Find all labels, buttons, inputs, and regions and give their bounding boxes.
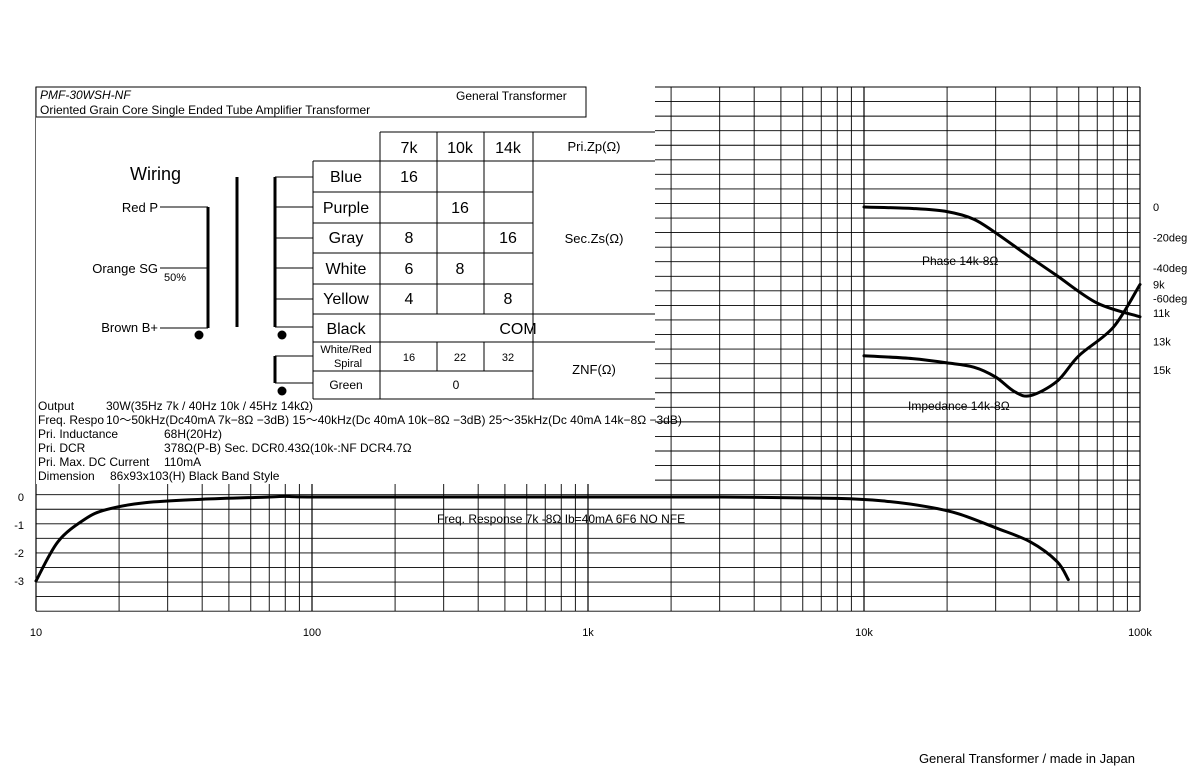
impedance-curve xyxy=(862,283,1142,398)
phase-curve xyxy=(862,205,1142,319)
spec-label-dcr: Pri. DCR xyxy=(38,441,86,455)
wire-name-gray: Gray xyxy=(329,230,364,247)
product-subtitle: Oriented Grain Core Single Ended Tube Am… xyxy=(40,103,370,117)
spiral-7k: 16 xyxy=(403,352,415,364)
spec-value-dcr: 378Ω(P-B) Sec. DCR0.43Ω(10k-:NF DCR4.7Ω xyxy=(164,441,412,455)
green-label: Green xyxy=(329,378,362,392)
footer-text: General Transformer / made in Japan xyxy=(919,751,1135,766)
impedance-y-tick-label: 9k xyxy=(1153,280,1165,292)
fr-y-tick-label: -2 xyxy=(14,548,24,560)
header-7k: 7k xyxy=(401,140,419,157)
wire-label-orange-sg: Orange SG xyxy=(92,261,158,276)
impedance-y-tick-label: 13k xyxy=(1153,337,1171,349)
wire-name-white: White xyxy=(326,261,367,278)
phase-y-tick-label: -20deg xyxy=(1153,233,1187,245)
gray-14k: 16 xyxy=(499,230,517,247)
x-tick-label: 100k xyxy=(1128,627,1152,639)
wire-label-brown-bplus: Brown B+ xyxy=(101,320,158,335)
wiring-title: Wiring xyxy=(130,164,181,184)
header-box: PMF-30WSH-NF General Transformer Oriente… xyxy=(35,86,587,118)
spec-value-dimension: 86x93x103(H) Black Band Style xyxy=(110,469,280,483)
spiral-14k: 32 xyxy=(502,352,514,364)
phase-y-tick-label: -60deg xyxy=(1153,294,1187,306)
pri-zp-label: Pri.Zp(Ω) xyxy=(567,139,620,154)
yellow-7k: 4 xyxy=(405,291,414,308)
spec-label-output: Output xyxy=(38,399,75,413)
phase-y-tick-label: 0 xyxy=(1153,202,1159,214)
wire-label-red-p: Red P xyxy=(122,200,158,215)
maker-name: General Transformer xyxy=(456,89,567,103)
impedance-table-text: 7k 10k 14k Pri.Zp(Ω) Sec.Zs(Ω) ZNF(Ω) Bl… xyxy=(320,139,623,392)
x-tick-label: 10 xyxy=(30,627,42,639)
model-number: PMF-30WSH-NF xyxy=(40,88,131,102)
nfb-polarity-dot xyxy=(277,386,287,396)
spec-label-dimension: Dimension xyxy=(38,469,95,483)
spec-value-max-current: 110mA xyxy=(164,455,201,469)
spec-value-output: 30W(35Hz 7k / 40Hz 10k / 45Hz 14kΩ) xyxy=(106,399,313,413)
wire-name-purple: Purple xyxy=(323,200,369,217)
freq-response-chart-title: Freq. Response 7k -8Ω Ib=40mA 6F6 NO NFE xyxy=(437,512,685,526)
header-10k: 10k xyxy=(447,140,474,157)
x-tick-label: 100 xyxy=(303,627,321,639)
wire-name-black: Black xyxy=(326,321,366,338)
purple-10k: 16 xyxy=(451,200,469,217)
phase-y-tick-label: -40deg xyxy=(1153,263,1187,275)
header-14k: 14k xyxy=(495,140,522,157)
spiral-10k: 22 xyxy=(454,352,466,364)
white-7k: 6 xyxy=(405,261,414,278)
impedance-y-tick-label: 11k xyxy=(1153,308,1170,320)
spiral-label-line2: Spiral xyxy=(334,358,362,370)
chart-tick-labels: 10 100 1k 10k 100k 0 -1 -2 -3 0 -20deg -40deg -60deg… xyxy=(14,202,1187,639)
spec-value-freq: 10〜50kHz(Dc40mA 7k−8Ω −3dB) 15〜40kHz(Dc … xyxy=(106,413,682,427)
spec-list: Output 30W(35Hz 7k / 40Hz 10k / 45Hz 14k… xyxy=(38,399,682,483)
wire-name-yellow: Yellow xyxy=(323,291,369,308)
fr-y-tick-label: 0 xyxy=(18,492,24,504)
x-tick-label: 1k xyxy=(582,627,594,639)
secondary-polarity-dot xyxy=(277,330,287,340)
wire-name-blue: Blue xyxy=(330,169,362,186)
tap-percent-label: 50% xyxy=(164,272,186,284)
freq-response-curve xyxy=(34,494,1070,583)
blue-7k: 16 xyxy=(400,169,418,186)
phase-chart-title: Phase 14k-8Ω xyxy=(922,254,998,268)
gray-7k: 8 xyxy=(405,230,414,247)
znf-label: ZNF(Ω) xyxy=(572,362,616,377)
primary-polarity-dot xyxy=(194,330,204,340)
spec-value-inductance: 68H(20Hz) xyxy=(164,427,222,441)
impedance-table xyxy=(312,131,655,400)
white-10k: 8 xyxy=(456,261,465,278)
chart-curves xyxy=(34,205,1142,583)
info-panel-background xyxy=(36,86,655,484)
wiring-diagram: Wiring Red P Orange SG 50% Brown B+ xyxy=(92,164,313,396)
spec-label-inductance: Pri. Inductance xyxy=(38,427,118,441)
x-tick-label: 10k xyxy=(855,627,873,639)
com-value: COM xyxy=(499,321,536,338)
yellow-14k: 8 xyxy=(504,291,513,308)
impedance-chart-title: Impedance 14k-8Ω xyxy=(908,399,1010,413)
spiral-label-line1: White/Red xyxy=(320,344,371,356)
spec-label-freq: Freq. Respo xyxy=(38,413,104,427)
impedance-y-tick-label: 15k xyxy=(1153,365,1171,377)
fr-y-tick-label: -1 xyxy=(14,520,24,532)
spec-label-max-current: Pri. Max. DC Current xyxy=(38,455,150,469)
sec-zs-label: Sec.Zs(Ω) xyxy=(565,231,624,246)
green-value: 0 xyxy=(453,378,460,392)
fr-y-tick-label: -3 xyxy=(14,576,24,588)
